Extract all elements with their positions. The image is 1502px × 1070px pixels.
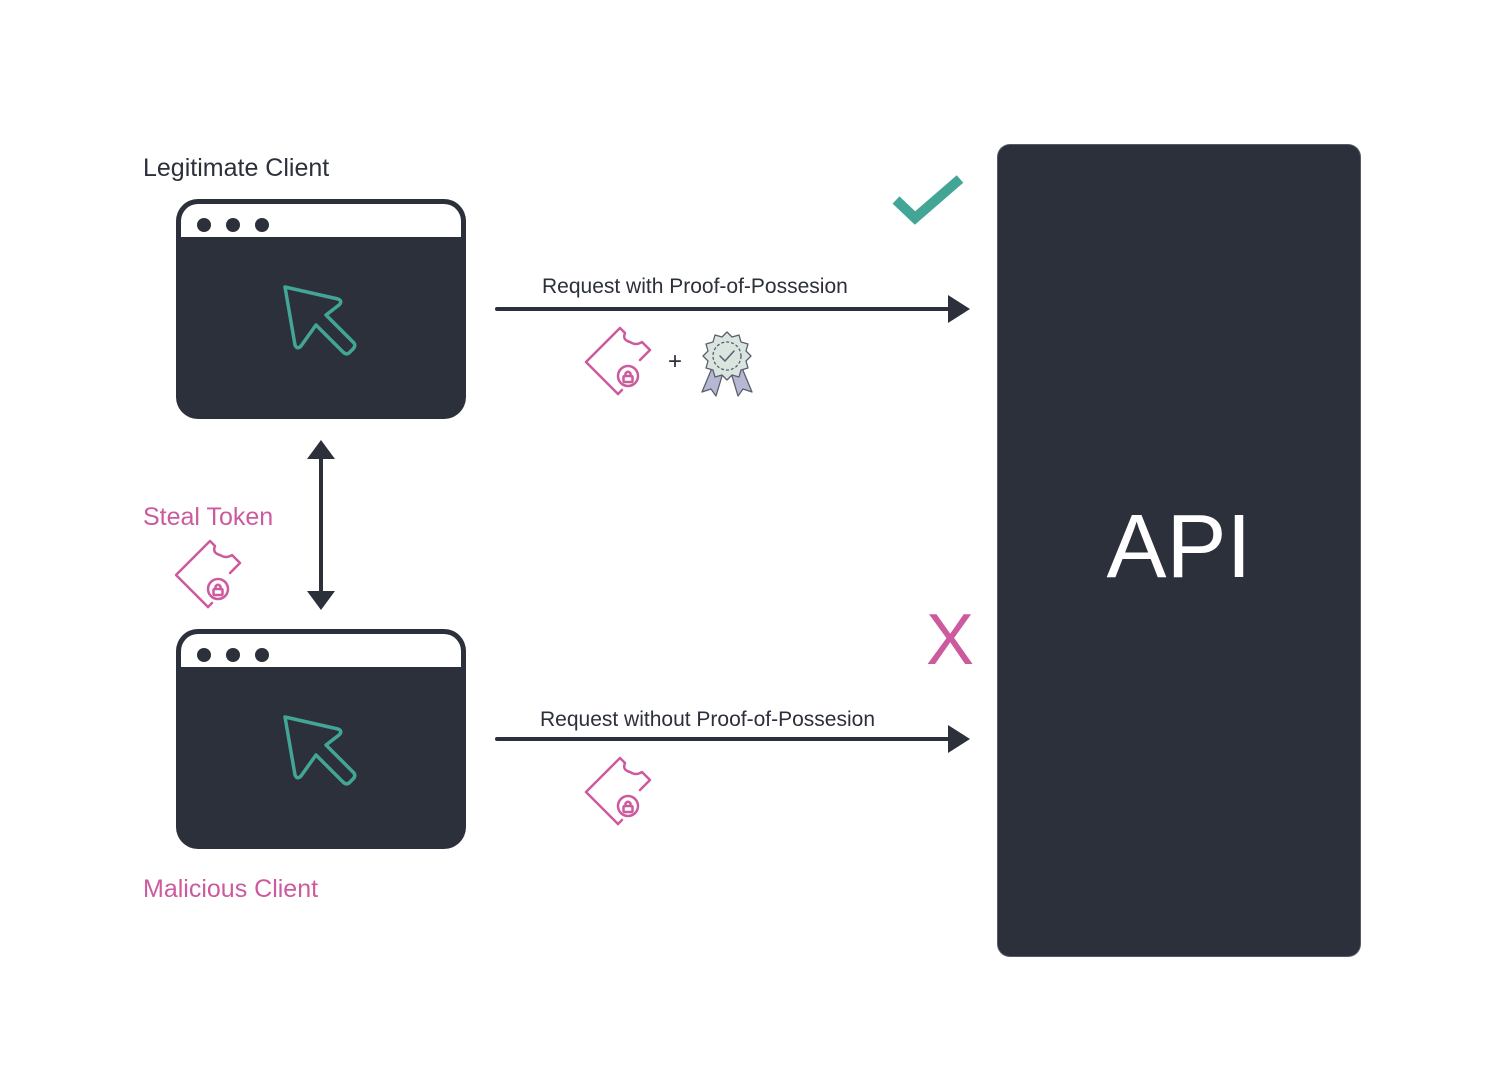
locked-token-icon [174,539,242,609]
window-dot-icon [255,218,269,232]
request-without-pop-arrow [495,725,970,753]
browser-title-bar [181,634,461,667]
request-with-pop-arrow [495,295,970,323]
window-dot-icon [197,648,211,662]
steal-token-label: Steal Token [143,503,274,531]
cursor-icon [283,715,357,786]
request-with-pop-label: Request with Proof-of-Possesion [542,275,848,298]
x-icon: X [926,600,975,680]
api-label: API [1106,497,1252,597]
checkmark-icon [892,175,964,225]
window-dot-icon [255,648,269,662]
window-dot-icon [226,218,240,232]
steal-token-double-arrow [307,440,335,610]
request-without-pop-label: Request without Proof-of-Possesion [540,708,876,731]
locked-token-icon [584,326,652,396]
window-dot-icon [197,218,211,232]
cursor-icon [283,285,357,356]
legitimate-client-window [176,199,466,419]
browser-title-bar [181,204,461,237]
certificate-badge-icon [701,331,753,397]
legitimate-client-label: Legitimate Client [143,154,330,182]
malicious-client-window [176,629,466,849]
window-dot-icon [226,648,240,662]
malicious-client-label: Malicious Client [143,875,319,903]
plus-sign: + [668,348,683,375]
locked-token-icon [584,756,652,826]
api-server-box [998,145,1360,956]
